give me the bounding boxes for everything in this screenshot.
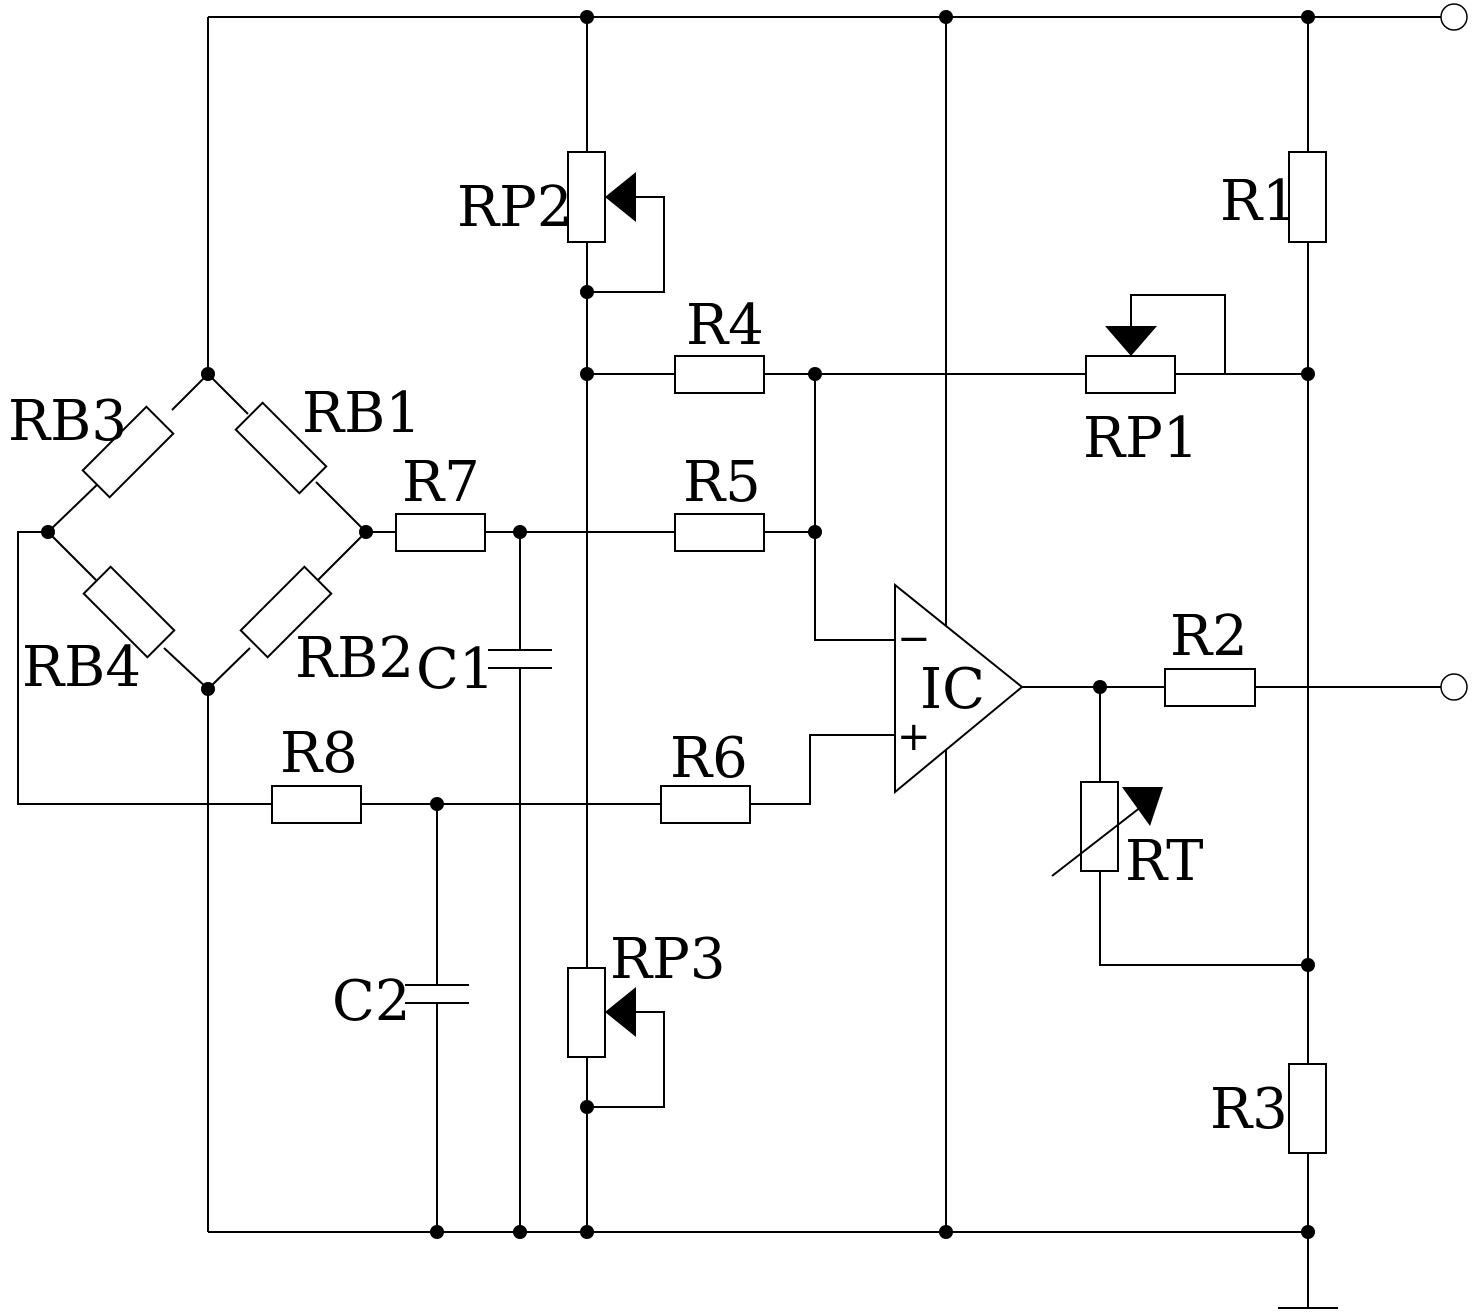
- resistor-rb3: [81, 405, 175, 499]
- thermistor-slash: [1051, 799, 1151, 877]
- potentiometer-rp1: [1085, 355, 1176, 394]
- label-rt: RT: [1125, 829, 1204, 894]
- resistor-rb1: [234, 401, 328, 495]
- label-rb3: RB3: [8, 389, 127, 454]
- op-amp-plus-sign: +: [897, 714, 931, 760]
- label-c1: C1: [416, 637, 494, 702]
- label-r4: R4: [686, 293, 764, 358]
- label-rp3: RP3: [610, 927, 725, 992]
- resistor-r2: [1164, 668, 1256, 707]
- resistor-r7: [395, 513, 486, 552]
- resistor-r5: [674, 513, 765, 552]
- capacitor-c2: [405, 984, 469, 1004]
- top-terminal: [1440, 3, 1468, 31]
- label-ic: IC: [920, 657, 985, 722]
- label-r7: R7: [402, 450, 480, 515]
- thermistor-rt: [1080, 781, 1119, 872]
- resistor-r4: [674, 355, 765, 394]
- resistor-r1: [1288, 151, 1327, 243]
- rp3-wiper-arrow-icon: [605, 987, 636, 1037]
- output-terminal: [1440, 673, 1468, 701]
- rp1-wiper-arrow-icon: [1105, 326, 1157, 356]
- label-r3: R3: [1210, 1077, 1288, 1142]
- rp2-wiper-arrow-icon: [605, 172, 636, 222]
- label-r8: R8: [280, 721, 358, 786]
- potentiometer-rp3: [567, 967, 606, 1058]
- resistor-r8: [271, 785, 362, 824]
- label-r5: R5: [683, 450, 761, 515]
- label-rp2: RP2: [457, 175, 572, 240]
- label-rb1: RB1: [302, 381, 421, 446]
- potentiometer-rp2: [567, 151, 606, 243]
- resistor-r6: [660, 785, 751, 824]
- resistor-rb4: [82, 565, 176, 659]
- label-r6: R6: [670, 726, 748, 791]
- label-rb4: RB4: [22, 635, 141, 700]
- resistor-r3: [1288, 1063, 1327, 1154]
- label-r2: R2: [1170, 604, 1248, 669]
- op-amp-ic: [894, 582, 1024, 795]
- rt-arrow-icon: [1122, 787, 1163, 826]
- label-r1: R1: [1220, 169, 1298, 234]
- label-rp1: RP1: [1083, 406, 1198, 471]
- junction-dots: [41, 10, 1315, 1239]
- label-rb2: RB2: [295, 626, 414, 691]
- op-amp-minus-sign: −: [897, 616, 931, 662]
- label-c2: C2: [332, 969, 410, 1034]
- resistor-rb2: [239, 565, 333, 659]
- capacitor-c1: [488, 649, 552, 669]
